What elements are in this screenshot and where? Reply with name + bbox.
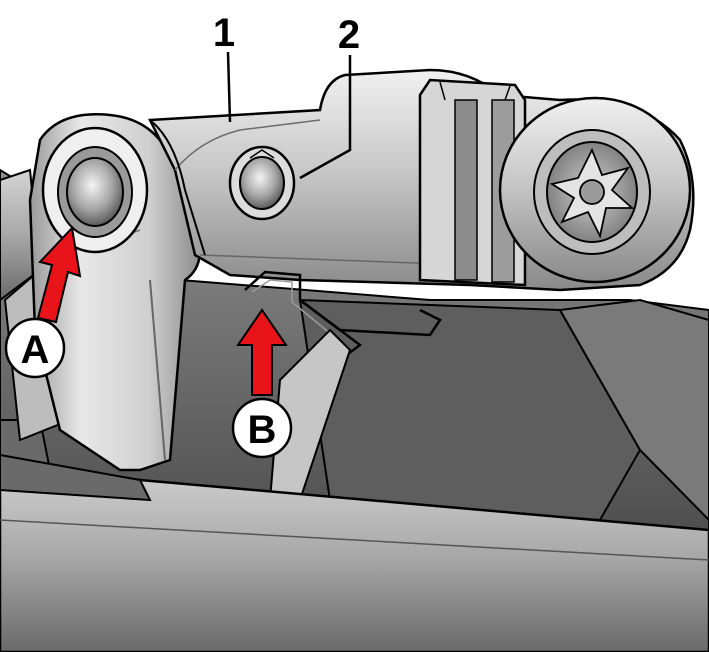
callout-circle-b xyxy=(231,397,293,459)
callout-label-1: 1 xyxy=(213,11,235,55)
leader-line-1 xyxy=(226,51,232,123)
callout-circles xyxy=(4,317,293,459)
arrows xyxy=(36,225,288,396)
arrow-a xyxy=(36,225,82,324)
leader-lines xyxy=(226,51,352,180)
end-cap xyxy=(498,96,692,284)
bracket-bore xyxy=(41,126,149,254)
arrow-b xyxy=(236,308,288,396)
callout-label-2: 2 xyxy=(338,13,360,57)
callout-circle-a xyxy=(4,317,66,379)
star-clip xyxy=(549,147,635,239)
leader-line-2 xyxy=(299,55,352,180)
callout-labels: 1 2 A B xyxy=(21,11,361,452)
pivot-hole xyxy=(228,145,296,221)
housing-background xyxy=(0,168,709,562)
base-plate xyxy=(0,453,709,652)
callout-label-a: A xyxy=(21,328,50,372)
lower-strut xyxy=(268,328,352,501)
callout-label-b: B xyxy=(248,408,277,452)
